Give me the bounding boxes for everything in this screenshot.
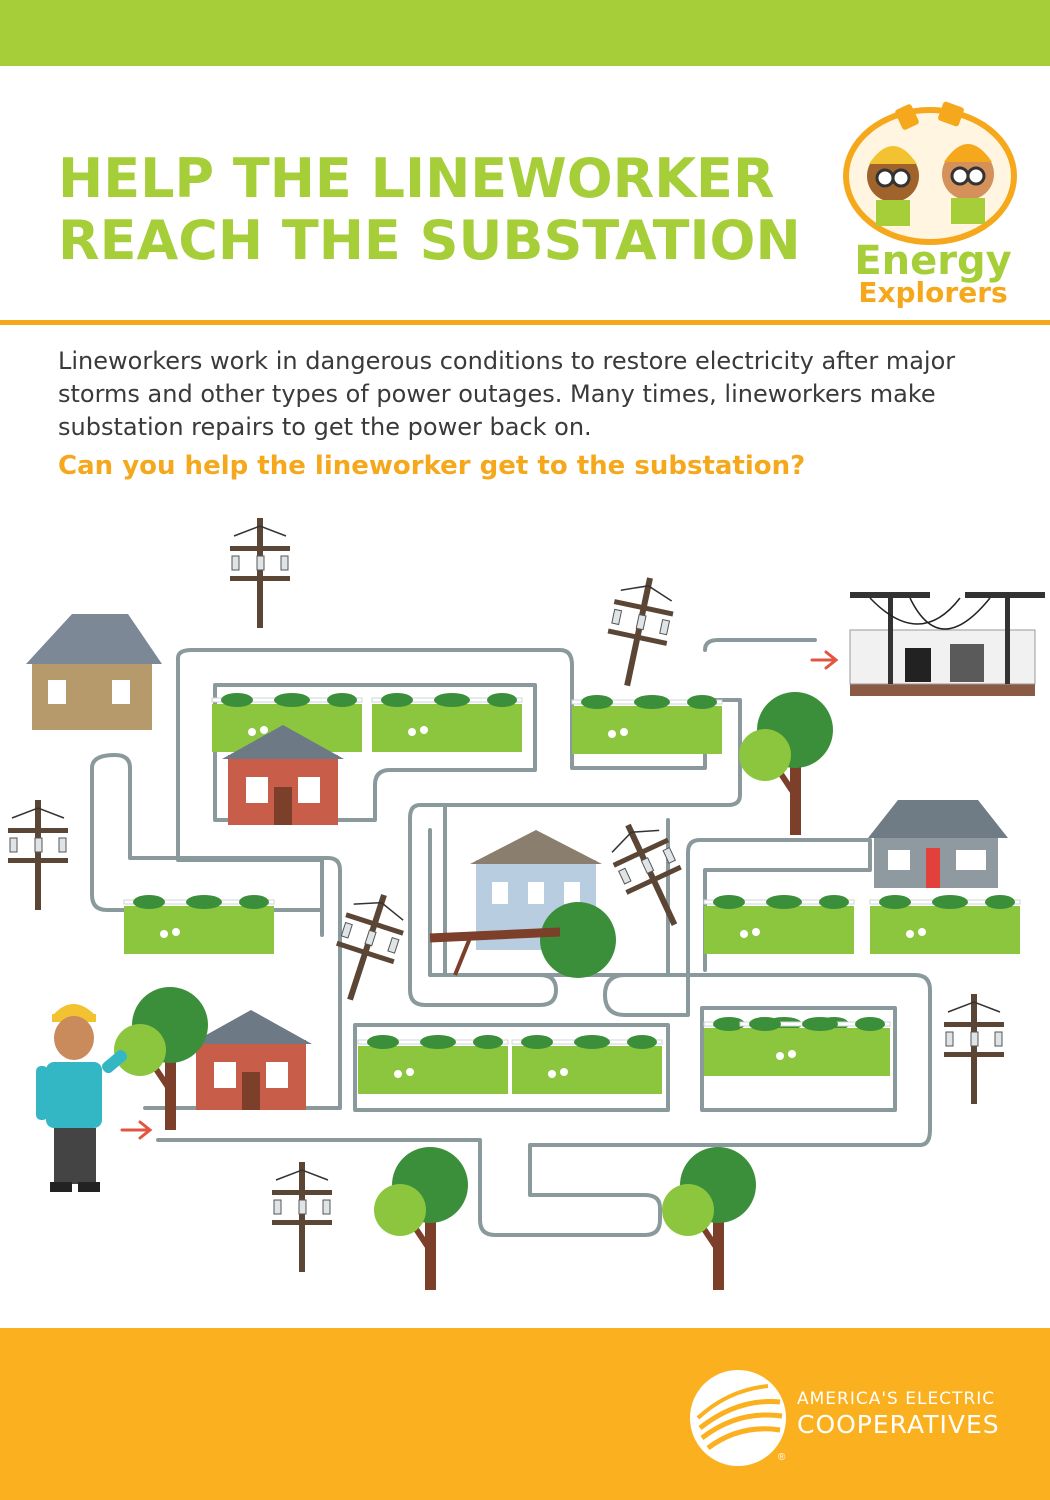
maze-scene bbox=[7, 517, 1045, 1320]
house-icon bbox=[190, 1010, 312, 1110]
coop-name: AMERICA'S ELECTRIC COOPERATIVES bbox=[797, 1388, 1000, 1440]
energy-explorers-logo: Energy Explorers bbox=[843, 101, 1017, 309]
coop-logo-icon bbox=[690, 1370, 786, 1466]
registered-mark: ® bbox=[778, 1452, 786, 1463]
maze-question: Can you help the lineworker get to the s… bbox=[58, 451, 806, 481]
power-pole-icon bbox=[7, 799, 69, 911]
plug-icon bbox=[895, 101, 964, 130]
title-line-1: HELP THE LINEWORKER bbox=[58, 147, 775, 210]
house-icon bbox=[26, 614, 162, 730]
footer-banner bbox=[0, 1328, 1050, 1500]
power-pole-icon bbox=[229, 517, 291, 629]
logo-word-explorers: Explorers bbox=[858, 276, 1007, 309]
tree-icon bbox=[374, 1147, 468, 1290]
fallen-tree-icon bbox=[429, 902, 616, 978]
power-pole-icon bbox=[320, 884, 414, 1010]
title-line-2: REACH THE SUBSTATION bbox=[58, 209, 801, 272]
power-pole-icon bbox=[943, 993, 1005, 1105]
tree-icon bbox=[662, 1147, 756, 1290]
coop-name-line-2: COOPERATIVES bbox=[797, 1410, 1000, 1439]
arrow-icon bbox=[120, 650, 839, 1140]
maze-paths bbox=[90, 638, 932, 1237]
lineworker-icon bbox=[36, 1004, 128, 1192]
power-pole-icon bbox=[271, 1161, 333, 1273]
house-icon bbox=[868, 800, 1008, 888]
power-pole-icon bbox=[597, 571, 681, 693]
top-banner bbox=[0, 0, 1050, 66]
header-divider bbox=[0, 320, 1050, 325]
monkey-right-icon bbox=[942, 144, 994, 224]
page-title: HELP THE LINEWORKER REACH THE SUBSTATION bbox=[58, 148, 801, 272]
tree-icon bbox=[739, 692, 833, 835]
logo-word-energy: Energy bbox=[854, 238, 1011, 284]
monkey-left-icon bbox=[867, 146, 919, 226]
substation-icon bbox=[849, 592, 1045, 696]
intro-paragraph: Lineworkers work in dangerous conditions… bbox=[58, 347, 956, 441]
coop-name-line-1: AMERICA'S ELECTRIC bbox=[797, 1389, 996, 1409]
